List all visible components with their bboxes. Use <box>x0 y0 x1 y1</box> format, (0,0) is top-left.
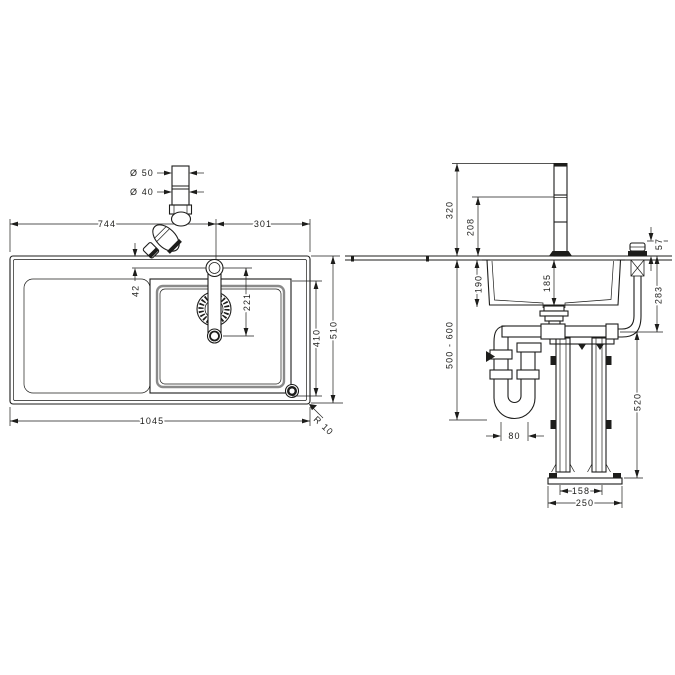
dim-500-600: 500 - 600 <box>445 321 455 369</box>
mounting-frame <box>547 336 623 485</box>
diameter-labels: Ø 50 Ø 40 <box>128 166 204 199</box>
dim-744: 744 <box>98 219 116 229</box>
dim-221: 221 <box>242 293 252 311</box>
dim-208: 208 <box>466 218 476 236</box>
hose-nut <box>152 224 182 254</box>
dim-410: 410 <box>312 329 322 347</box>
hose-end <box>142 242 160 259</box>
dim-301: 301 <box>254 219 272 229</box>
dim-158: 158 <box>572 486 590 496</box>
plan-bottom-dimensions: 1045 R 10 <box>9 404 337 439</box>
knob-height-dimension: 57 <box>647 227 668 271</box>
bowl-depth-dimensions: 190 185 <box>472 260 557 307</box>
dim-510: 510 <box>329 321 339 339</box>
spout-reach-dimension: 221 <box>223 268 254 337</box>
dim-57: 57 <box>654 238 664 250</box>
dim-80: 80 <box>508 431 520 441</box>
plan-view: 744 301 42 <box>9 165 343 439</box>
trap-offset-dimension: 80 <box>486 422 544 443</box>
dim-190: 190 <box>474 275 484 293</box>
tap-offset-dimension: 42 <box>129 243 252 299</box>
dim-r10: R 10 <box>312 414 336 437</box>
dim-250: 250 <box>576 498 594 508</box>
dim-42: 42 <box>131 285 141 297</box>
section-view: 320 208 190 185 <box>345 163 672 510</box>
base-dimensions: 158 250 <box>547 484 623 510</box>
drain-plumbing <box>486 305 619 420</box>
countertop <box>345 255 672 262</box>
under-counter-dimension: 283 <box>620 256 665 333</box>
plan-right-dimensions: 410 510 <box>292 255 343 404</box>
dim-283: 283 <box>654 286 664 304</box>
dim-1045: 1045 <box>140 416 164 426</box>
trap-height-dimension: 500 - 600 <box>443 260 487 421</box>
overflow-knob <box>284 383 300 399</box>
dim-d40: Ø 40 <box>130 187 154 197</box>
sink-outline <box>9 255 311 405</box>
plan-top-dimension: 744 301 <box>9 217 311 262</box>
faucet-plan-projection <box>205 258 224 344</box>
faucet-height-dimensions: 320 208 <box>443 163 554 256</box>
dim-320: 320 <box>445 201 455 219</box>
dim-185: 185 <box>542 274 552 292</box>
dim-520: 520 <box>633 393 643 411</box>
frame-height-dimension: 520 <box>624 332 644 479</box>
faucet-elevation <box>142 165 193 259</box>
drain-control-knob <box>618 242 647 338</box>
dim-d50: Ø 50 <box>130 168 154 178</box>
faucet-section <box>549 163 572 257</box>
